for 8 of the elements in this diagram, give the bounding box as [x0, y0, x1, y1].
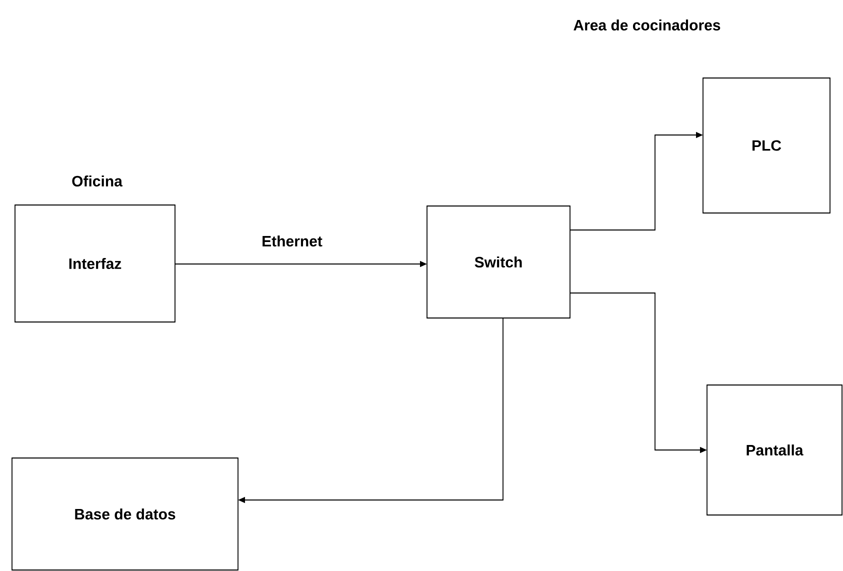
box-heading: Oficina	[72, 176, 123, 186]
box: Pantalla	[706, 384, 842, 516]
edge-label: Ethernet	[260, 234, 324, 248]
box: Base de datos	[12, 458, 238, 570]
box: Interfaz	[14, 204, 176, 322]
box: PLC	[702, 78, 830, 214]
area-label: Area de cocinadores	[574, 20, 720, 30]
box: Switch	[426, 206, 570, 318]
